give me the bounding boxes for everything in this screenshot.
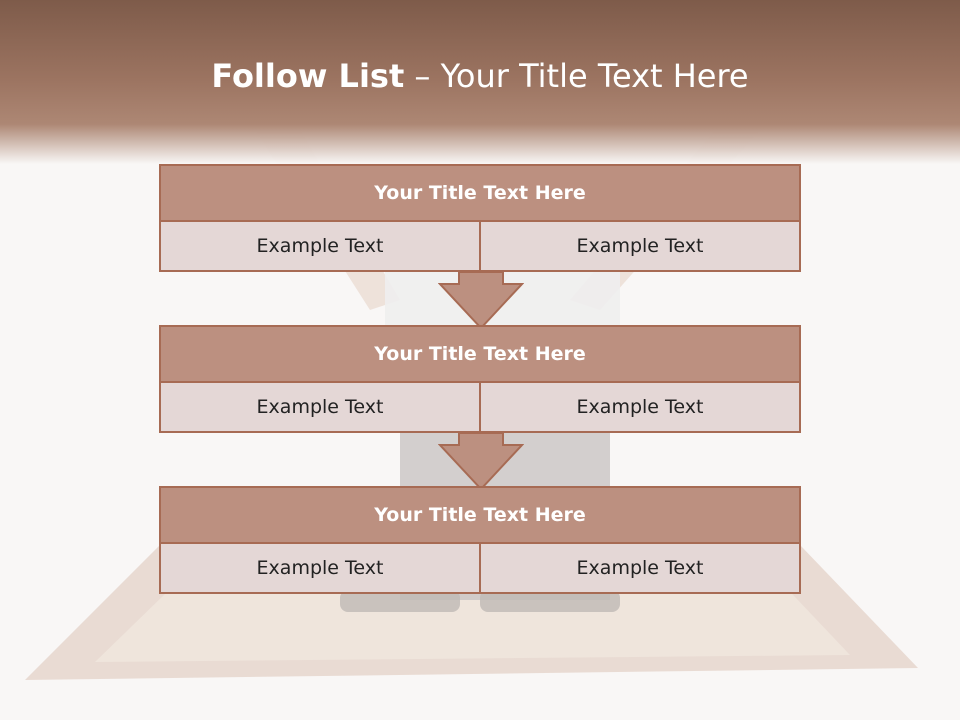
slide-title: Follow List – Your Title Text Here xyxy=(0,52,960,100)
step-row-3: Example Text Example Text xyxy=(161,544,799,592)
step-1-right-text: Example Text xyxy=(481,222,799,270)
step-3-right-text: Example Text xyxy=(481,544,799,592)
shoe xyxy=(340,590,460,612)
step-box-2: Your Title Text Here Example Text Exampl… xyxy=(159,325,801,433)
title-rest: Your Title Text Here xyxy=(440,57,749,95)
step-row-2: Example Text Example Text xyxy=(161,383,799,431)
down-arrow-icon xyxy=(438,272,524,330)
title-bold: Follow List xyxy=(211,57,405,95)
step-1-left-text: Example Text xyxy=(161,222,481,270)
title-separator: – xyxy=(404,57,441,95)
step-title-3: Your Title Text Here xyxy=(161,488,799,544)
step-3-left-text: Example Text xyxy=(161,544,481,592)
step-title-2: Your Title Text Here xyxy=(161,327,799,383)
down-arrow-icon xyxy=(438,433,524,491)
step-title-1: Your Title Text Here xyxy=(161,166,799,222)
step-row-1: Example Text Example Text xyxy=(161,222,799,270)
step-2-left-text: Example Text xyxy=(161,383,481,431)
step-2-right-text: Example Text xyxy=(481,383,799,431)
step-box-3: Your Title Text Here Example Text Exampl… xyxy=(159,486,801,594)
shoe-right xyxy=(480,590,620,612)
step-box-1: Your Title Text Here Example Text Exampl… xyxy=(159,164,801,272)
